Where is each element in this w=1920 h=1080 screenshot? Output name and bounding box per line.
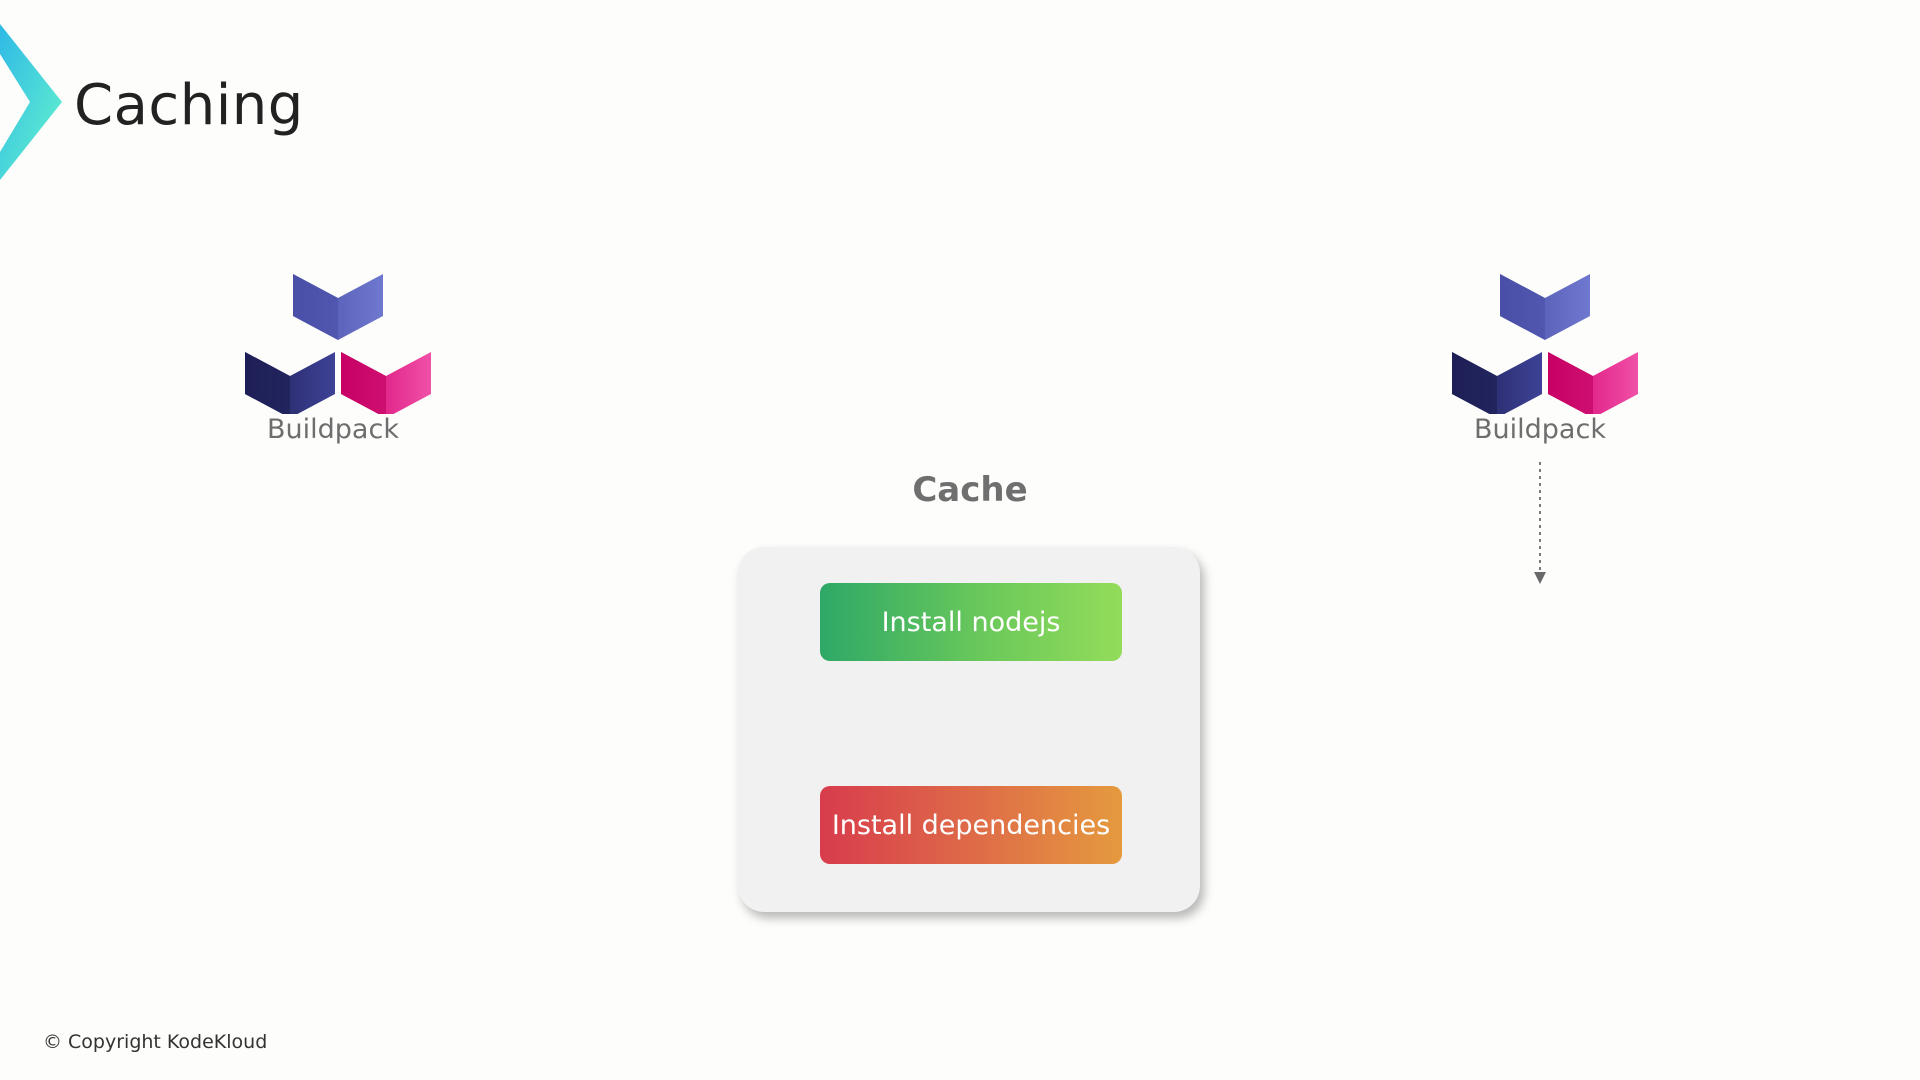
slide-title: Caching	[74, 73, 304, 138]
dotted-arrow-down-icon	[1534, 462, 1546, 584]
copyright-footer: © Copyright KodeKloud	[43, 1031, 268, 1053]
buildpack-label: Buildpack	[267, 414, 399, 445]
buildpack-cubes-icon	[245, 274, 431, 414]
buildpack-label: Buildpack	[1474, 414, 1606, 445]
buildpack-left: Buildpack	[223, 264, 443, 464]
cache-title: Cache	[912, 470, 1028, 510]
cache-box: Install nodejs Install dependencies	[738, 547, 1200, 912]
step-install-dependencies: Install dependencies	[820, 786, 1122, 864]
step-install-nodejs: Install nodejs	[820, 583, 1122, 661]
buildpack-cubes-icon	[1452, 274, 1638, 414]
chevron-logo-icon	[0, 24, 62, 180]
buildpack-right: Buildpack	[1430, 264, 1650, 464]
